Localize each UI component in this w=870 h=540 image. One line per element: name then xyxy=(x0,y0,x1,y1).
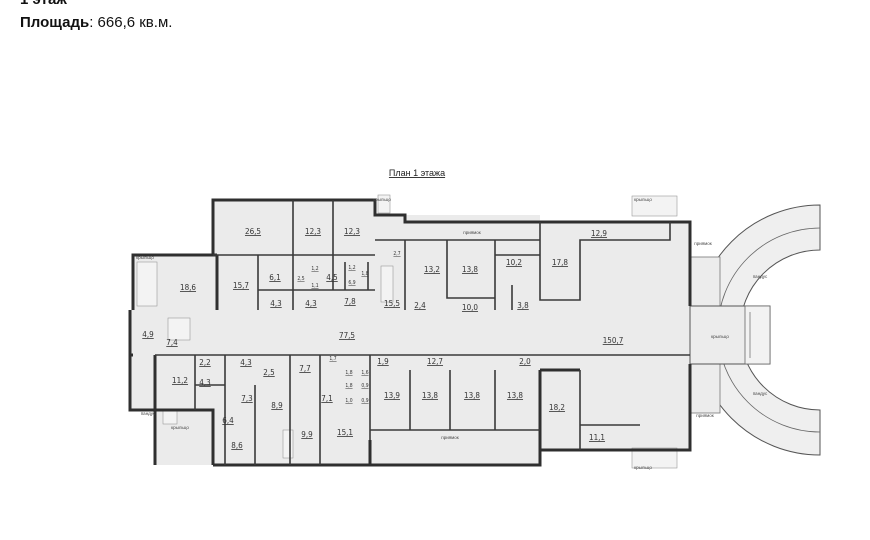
room-area: 1,9 xyxy=(377,357,389,366)
room-area: 4,3 xyxy=(270,299,281,308)
porch-label: крыльцо xyxy=(171,425,189,430)
room-area: 15,1 xyxy=(337,428,353,437)
room-labels: 26,5 12,3 12,3 18,6 15,7 6,1 2,5 1,2 1,1… xyxy=(142,227,623,450)
room-area: 13,8 xyxy=(462,265,478,274)
room-area: 150,7 xyxy=(603,336,624,345)
ramp-label: пандус xyxy=(141,411,156,416)
area-text: Площадь: 666,6 кв.м. xyxy=(20,14,172,31)
room-area: 7,1 xyxy=(321,394,332,403)
room-area: 2,5 xyxy=(263,368,274,377)
room-area: 15,5 xyxy=(384,299,400,308)
porch-label: крыльцо xyxy=(634,465,652,470)
room-area: 7,4 xyxy=(166,338,178,347)
room-area: 1,2 xyxy=(311,266,318,272)
ramp-label: пандус xyxy=(753,391,768,396)
room-area: 2,0 xyxy=(519,357,531,366)
room-area: 4,5 xyxy=(326,273,337,282)
porch-ramp xyxy=(689,204,821,456)
room-area: 0,9 xyxy=(361,383,368,389)
room-area: 13,8 xyxy=(507,391,523,400)
room-area: 2,5 xyxy=(297,276,304,282)
room-area: 6,4 xyxy=(222,416,234,425)
pit-label: приямок xyxy=(696,413,713,418)
porch-label: крыльцо xyxy=(136,255,154,260)
room-area: 8,9 xyxy=(271,401,283,410)
room-area: 17,8 xyxy=(552,258,568,267)
area-label: Площадь xyxy=(20,14,90,31)
room-area: 7,8 xyxy=(344,297,356,306)
room-area: 1,1 xyxy=(311,283,318,289)
area-value: : 666,6 кв.м. xyxy=(89,14,173,31)
room-area: 4,9 xyxy=(142,330,154,339)
room-area: 13,2 xyxy=(424,265,440,274)
porch-label: крыльцо xyxy=(634,197,652,202)
room-area: 12,3 xyxy=(305,227,321,236)
room-area: 9,9 xyxy=(301,430,313,439)
room-area: 6,1 xyxy=(269,273,280,282)
room-area: 1,8 xyxy=(345,383,352,389)
room-area: 0,9 xyxy=(361,398,368,404)
room-area: 10,0 xyxy=(462,303,478,312)
room-area: 1,0 xyxy=(345,398,352,404)
room-area: 2,7 xyxy=(393,251,400,257)
room-area: 18,2 xyxy=(549,403,565,412)
room-area: 12,9 xyxy=(591,229,607,238)
room-area: 7,3 xyxy=(241,394,252,403)
room-area: 2,2 xyxy=(199,358,210,367)
pit-label: приямок xyxy=(441,435,458,440)
room-area: 1,6 xyxy=(361,370,368,376)
room-area: 77,5 xyxy=(339,331,355,340)
room-area: 4,3 xyxy=(305,299,316,308)
room-area: 13,8 xyxy=(464,391,480,400)
room-area: 1,2 xyxy=(348,265,355,271)
pit-label: приямок xyxy=(694,241,711,246)
plan-title: План 1 этажа xyxy=(389,168,445,178)
room-area: 2,4 xyxy=(414,301,426,310)
room-area: 1,8 xyxy=(361,271,368,277)
porch-label: крыльцо xyxy=(711,334,729,339)
room-area: 6,9 xyxy=(348,280,355,286)
walls xyxy=(128,198,692,467)
room-area: 1,8 xyxy=(345,370,352,376)
floor-title: 1 этаж xyxy=(20,0,67,8)
room-area: 3,8 xyxy=(517,301,529,310)
interior-walls xyxy=(155,200,690,465)
plan-notes: крыльцо крыльцо крыльцо крыльцо крыльцо … xyxy=(136,197,768,470)
room-area: 18,6 xyxy=(180,283,196,292)
room-area: 4,3 xyxy=(240,358,251,367)
room-area: 7,7 xyxy=(299,364,310,373)
porch-label: крыльцо xyxy=(373,197,391,202)
room-area: 11,1 xyxy=(589,433,605,442)
room-area: 8,6 xyxy=(231,441,243,450)
room-area: 11,2 xyxy=(172,376,188,385)
room-area: 15,7 xyxy=(233,281,249,290)
room-area: 26,5 xyxy=(245,227,261,236)
room-area: 12,7 xyxy=(427,357,443,366)
stairs xyxy=(136,194,678,469)
room-area: 10,2 xyxy=(506,258,522,267)
ramp-label: пандус xyxy=(753,274,768,279)
room-area: 1,7 xyxy=(329,356,336,362)
room-area: 12,3 xyxy=(344,227,360,236)
pit-label: приямок xyxy=(463,230,480,235)
room-area: 13,8 xyxy=(422,391,438,400)
room-area: 13,9 xyxy=(384,391,400,400)
room-area: 4,3 xyxy=(199,378,210,387)
